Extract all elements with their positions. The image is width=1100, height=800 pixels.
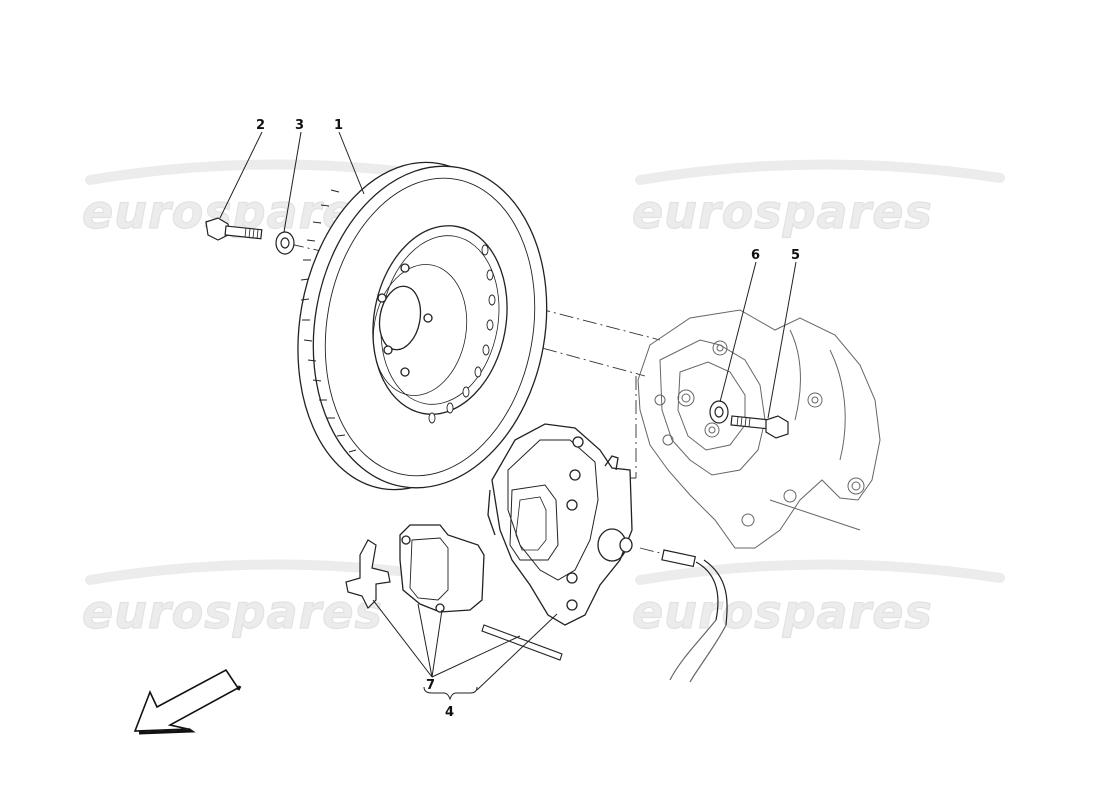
watermark-top-right: eurospares bbox=[631, 159, 1005, 240]
anti-rattle-spring bbox=[345, 539, 391, 610]
leader-5 bbox=[767, 261, 797, 419]
leader-3 bbox=[283, 131, 302, 233]
disc-washer bbox=[275, 231, 295, 255]
leader-7a bbox=[372, 599, 433, 678]
bracket-4 bbox=[423, 686, 478, 701]
callout-7: 7 bbox=[426, 678, 435, 693]
leader-7b bbox=[417, 603, 433, 678]
callout-1: 1 bbox=[334, 118, 343, 133]
svg-text:eurospares: eurospares bbox=[82, 585, 383, 639]
leader-7d bbox=[431, 635, 521, 678]
callouts: 2 3 1 6 5 7 4 bbox=[256, 118, 800, 720]
brake-caliper bbox=[487, 423, 633, 626]
carrier-washer bbox=[709, 400, 729, 424]
watermark-bottom-right: eurospares bbox=[631, 559, 1005, 640]
callout-4: 4 bbox=[445, 705, 454, 720]
leader-4 bbox=[476, 613, 558, 691]
svg-text:eurospares: eurospares bbox=[632, 185, 933, 239]
leader-1 bbox=[338, 131, 365, 195]
callout-2: 2 bbox=[256, 118, 265, 133]
callout-5: 5 bbox=[791, 248, 800, 263]
hub-carrier bbox=[637, 309, 881, 549]
leader-2 bbox=[219, 131, 263, 219]
leader-lines bbox=[219, 131, 797, 701]
pad-retaining-pin bbox=[481, 624, 563, 661]
callout-3: 3 bbox=[295, 118, 304, 133]
carrier-bolt bbox=[730, 415, 789, 439]
leader-6 bbox=[719, 261, 757, 403]
svg-text:eurospares: eurospares bbox=[632, 585, 933, 639]
brake-pad bbox=[399, 524, 485, 613]
disc-bolt bbox=[205, 217, 263, 241]
brake-disc bbox=[297, 161, 548, 491]
orientation-arrow bbox=[133, 668, 242, 735]
callout-6: 6 bbox=[751, 248, 760, 263]
leader-7c bbox=[431, 609, 443, 678]
brake-hose bbox=[661, 549, 728, 683]
